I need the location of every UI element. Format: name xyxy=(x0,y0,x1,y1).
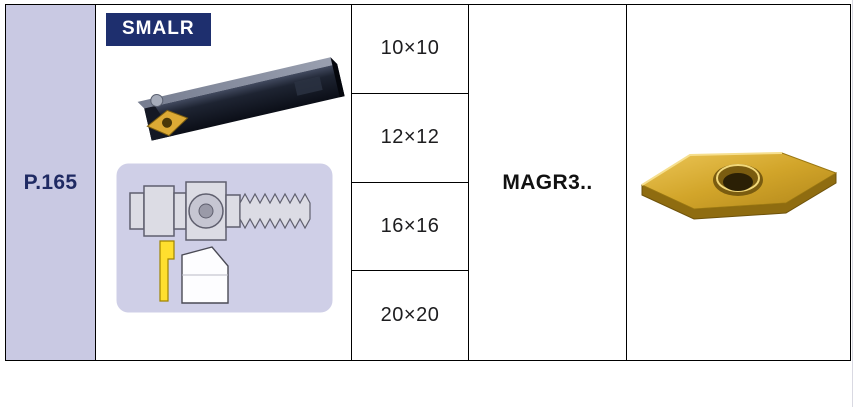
page-edge-line xyxy=(852,0,853,407)
toolholder-photo-icon xyxy=(137,57,345,141)
shank-size-label: 12×12 xyxy=(380,126,440,149)
tool-catalog-table: P.165 SMALR xyxy=(5,4,851,361)
shank-size-row-3: 16×16 xyxy=(352,182,469,272)
shank-size-row-4: 20×20 xyxy=(352,271,469,360)
shank-size-row-2: 12×12 xyxy=(352,93,469,183)
holder-designation-badge: SMALR xyxy=(106,13,211,46)
shank-size-label: 16×16 xyxy=(380,214,440,237)
clamping-diagram-icon xyxy=(116,163,333,313)
insert-code: MAGR3.. xyxy=(502,170,593,194)
shank-size-label: 20×20 xyxy=(380,304,440,327)
shank-size-label: 10×10 xyxy=(380,37,440,60)
insert-photo-cell xyxy=(627,5,850,360)
page-ref: P.165 xyxy=(23,170,78,194)
page-ref-cell: P.165 xyxy=(6,5,96,360)
holder-cell: SMALR xyxy=(96,5,352,360)
insert-photo-icon xyxy=(640,151,837,220)
insert-code-cell: MAGR3.. xyxy=(469,5,627,360)
shank-size-row-1: 10×10 xyxy=(352,5,469,94)
